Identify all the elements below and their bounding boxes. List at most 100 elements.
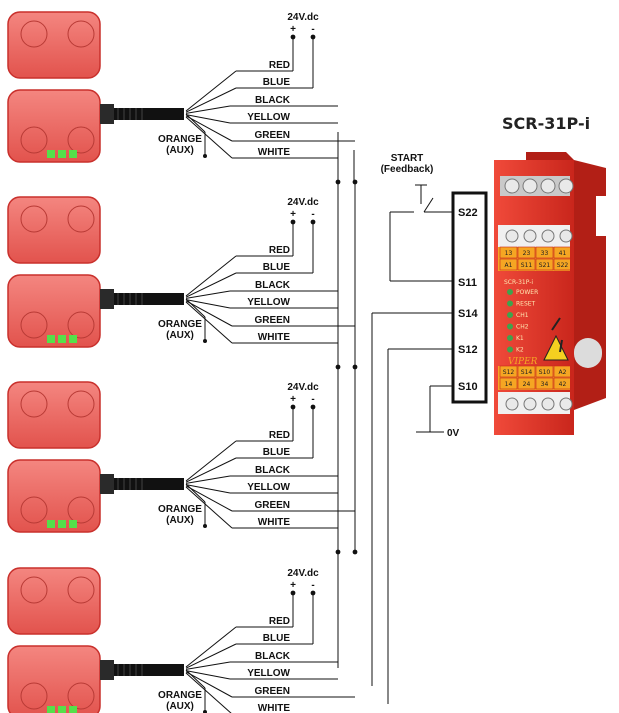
- wire-label-yellow: YELLOW: [247, 668, 290, 679]
- wire-label-black: BLACK: [255, 651, 291, 662]
- power-label: 24V.dc: [287, 12, 319, 23]
- sensor-unit-1: REDBLUEBLACKYELLOWGREENWHITEORANGE(AUX)2…: [7, 11, 358, 185]
- relay-top-terminal: S11: [521, 262, 533, 269]
- cable: [114, 664, 184, 676]
- wire-label-black: BLACK: [255, 280, 291, 291]
- led-reset: [507, 300, 513, 307]
- wire-label-white: WHITE: [258, 517, 291, 528]
- terminal-s22: S22: [458, 207, 478, 219]
- power-minus: -: [311, 24, 314, 35]
- wire-label-red: RED: [269, 245, 290, 256]
- indicator-led: [69, 706, 77, 713]
- actuator-body: [7, 196, 101, 264]
- wire-label-yellow: YELLOW: [247, 297, 290, 308]
- device-title: SCR-31P-i: [502, 114, 590, 133]
- relay-bottom-terminal: S10: [539, 369, 551, 376]
- led-label: K2: [516, 347, 524, 354]
- led-power: [507, 289, 513, 295]
- relay-top-terminal: S22: [557, 262, 569, 269]
- wire-label-blue: BLUE: [263, 262, 291, 273]
- aux-label: ORANGE: [158, 504, 202, 515]
- relay-face-label: SCR-31P-i: [504, 279, 533, 286]
- led-label: CH2: [516, 324, 529, 331]
- power-plus: +: [290, 209, 296, 220]
- relay-bottom-terminal: 42: [559, 381, 567, 388]
- power-minus: -: [311, 394, 314, 405]
- sensor-body: [7, 645, 101, 713]
- wire-label-yellow: YELLOW: [247, 482, 290, 493]
- terminal-screw: [541, 397, 555, 411]
- sensor-units: REDBLUEBLACKYELLOWGREENWHITEORANGE(AUX)2…: [7, 11, 358, 713]
- relay-bottom-terminal: S14: [521, 369, 533, 376]
- sensor-body: [7, 459, 101, 533]
- junction-dot: [352, 549, 358, 555]
- mount-hole: [67, 205, 95, 233]
- indicator-led: [69, 335, 77, 343]
- cable: [114, 478, 184, 490]
- relay-bottom-terminal: A2: [559, 369, 567, 376]
- mount-hole: [20, 576, 48, 604]
- mount-hole: [20, 126, 48, 154]
- power-plus: +: [290, 394, 296, 405]
- wire-label-yellow: YELLOW: [247, 112, 290, 123]
- mount-hole: [67, 682, 95, 710]
- wire-label-black: BLACK: [255, 95, 291, 106]
- cable: [114, 108, 184, 120]
- led-label: CH1: [516, 312, 529, 319]
- relay-top-terminal: 13: [505, 250, 513, 257]
- relay-bottom-terminal: 14: [505, 381, 513, 388]
- power-label: 24V.dc: [287, 197, 319, 208]
- led-ch2: [507, 323, 513, 330]
- mount-hole: [67, 126, 95, 154]
- cable-gland: [100, 660, 114, 680]
- terminal-s14: S14: [458, 308, 478, 320]
- wire-label-red: RED: [269, 430, 290, 441]
- wire-label-red: RED: [269, 616, 290, 627]
- bus-wiring: [337, 132, 453, 704]
- relay-top-terminal: 41: [559, 250, 567, 257]
- sensor-body: [7, 89, 101, 163]
- relay-top-terminal: A1: [505, 262, 513, 269]
- indicator-led: [47, 706, 55, 713]
- aux-sublabel: (AUX): [166, 701, 194, 712]
- terminal-screw: [523, 397, 537, 411]
- terminal-s10: S10: [458, 381, 478, 393]
- aux-label: ORANGE: [158, 134, 202, 145]
- wire-label-white: WHITE: [258, 147, 291, 158]
- relay-top-terminal: 23: [523, 250, 531, 257]
- sensor-unit-2: REDBLUEBLACKYELLOWGREENWHITEORANGE(AUX)2…: [7, 196, 358, 370]
- mount-hole: [20, 682, 48, 710]
- led-label: K1: [516, 335, 524, 342]
- cable-gland: [100, 474, 114, 494]
- wire-label-blue: BLUE: [263, 633, 291, 644]
- mount-hole: [20, 390, 48, 418]
- terminal-block: [451, 191, 488, 404]
- start-sublabel: (Feedback): [381, 164, 434, 175]
- indicator-led: [69, 150, 77, 158]
- cable-gland: [100, 289, 114, 309]
- indicator-led: [58, 520, 66, 528]
- sensor-body: [7, 274, 101, 348]
- relay-brand: VIPER: [508, 357, 538, 367]
- wire-label-white: WHITE: [258, 332, 291, 343]
- indicator-led: [58, 335, 66, 343]
- indicator-led: [69, 520, 77, 528]
- mount-hole: [20, 311, 48, 339]
- ground-label: 0V: [447, 428, 460, 439]
- mount-hole: [67, 496, 95, 524]
- led-label: RESET: [516, 301, 536, 308]
- aux-sublabel: (AUX): [166, 145, 194, 156]
- wire-label-green: GREEN: [254, 130, 290, 141]
- actuator-body: [7, 567, 101, 635]
- cable: [114, 293, 184, 305]
- mount-hole: [67, 390, 95, 418]
- actuator-body: [7, 381, 101, 449]
- power-label: 24V.dc: [287, 382, 319, 393]
- sensor-unit-3: REDBLUEBLACKYELLOWGREENWHITEORANGE(AUX)2…: [7, 381, 358, 555]
- mount-hole: [67, 20, 95, 48]
- aux-sublabel: (AUX): [166, 330, 194, 341]
- led-label: POWER: [516, 289, 538, 296]
